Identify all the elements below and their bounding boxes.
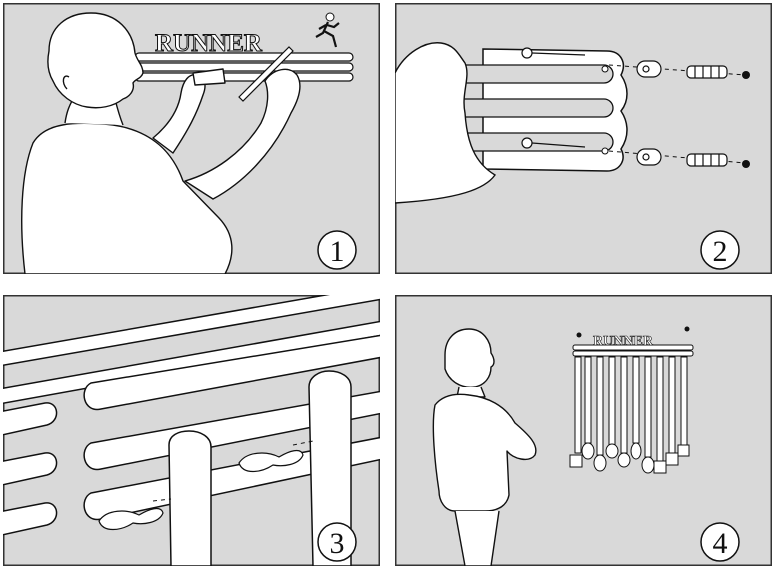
- sign-text: RUNNER: [593, 334, 654, 349]
- step-number: 4: [713, 527, 728, 560]
- alignment-guide: [152, 440, 314, 502]
- step-number-badge: 2: [700, 230, 740, 270]
- spacer-icon: [636, 60, 662, 166]
- hanger-bars: [3, 295, 380, 536]
- panel-2: 2: [395, 3, 772, 274]
- step-number: 3: [330, 527, 345, 560]
- panel-4: RUNNER 4: [395, 295, 772, 566]
- step-number: 1: [330, 235, 345, 268]
- panel-3-illustration: 3: [3, 295, 380, 566]
- panel-1-illustration: RUNNER 1: [3, 3, 380, 274]
- man-installing-figure: [21, 12, 301, 274]
- step-number: 2: [713, 235, 728, 268]
- runner-icon: [315, 12, 340, 48]
- runner-icon: [576, 326, 690, 338]
- hand-figure: [395, 42, 497, 204]
- drill-hole-icon: [742, 71, 750, 79]
- medals-group: [569, 356, 690, 474]
- ribbon-icon: [168, 370, 352, 566]
- sign-text: RUNNER: [155, 30, 263, 57]
- hanger-plate: [452, 48, 628, 172]
- panel-3: 3: [3, 295, 380, 566]
- panel-4-illustration: RUNNER 4: [395, 295, 772, 566]
- step-number-badge: 4: [700, 522, 740, 562]
- panel-2-illustration: 2: [395, 3, 772, 274]
- medal-hanger-sign: RUNNER: [134, 12, 354, 82]
- wall-plug-icon: [686, 65, 728, 167]
- s-hook-icon: [98, 449, 304, 531]
- drill-hole-icon: [742, 160, 750, 168]
- man-admiring-figure: [432, 328, 537, 566]
- panel-1: RUNNER 1: [3, 3, 380, 274]
- step-number-badge: 3: [317, 522, 357, 562]
- step-number-badge: 1: [317, 230, 357, 270]
- pencil-icon: [238, 46, 294, 102]
- medal-hanger-sign: RUNNER: [572, 326, 694, 357]
- screw-icon: [521, 47, 586, 149]
